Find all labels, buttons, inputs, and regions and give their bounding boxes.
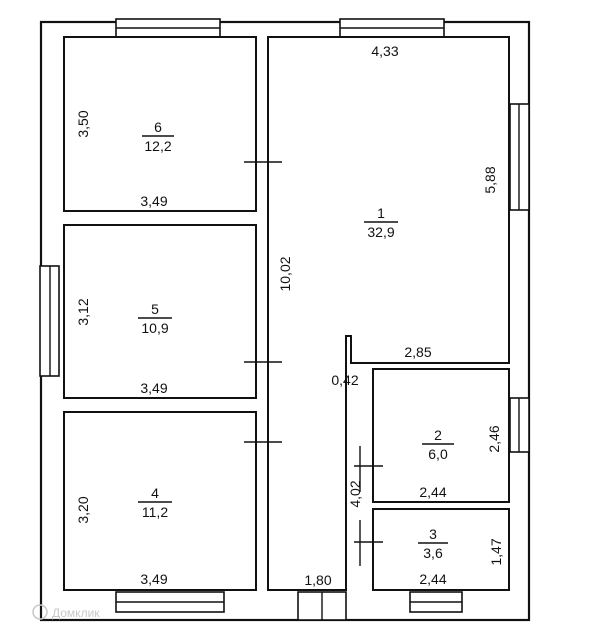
dim-corridor-depth: 4,02 [347,480,363,507]
room-1-outline [267,36,510,591]
dim-room3-right: 1,47 [488,538,504,565]
room-6-outline [63,36,257,212]
dim-room2-right: 2,46 [486,425,502,452]
room-2-label: 2 6,0 [422,427,454,462]
room-2-area: 6,0 [428,446,448,462]
watermark-logo-icon [32,604,48,620]
room-1-number: 1 [377,205,385,221]
room-3-label: 3 3,6 [418,526,448,561]
room-1-label: 1 32,9 [364,205,398,240]
room-4-outline [63,411,257,591]
room-4-label: 4 11,2 [138,485,172,520]
watermark-text: Домклик [52,606,100,620]
room-4-area: 11,2 [142,504,168,520]
room-2-number: 2 [434,427,442,443]
door-marks [244,138,383,566]
room-2-outline [372,368,510,503]
room-1-area: 32,9 [367,224,394,240]
dim-room1-top: 4,33 [371,43,398,59]
room-6-area: 12,2 [144,138,171,154]
room-6-number: 6 [154,119,162,135]
dim-room2-bottom: 2,44 [419,484,446,500]
room-5-area: 10,9 [141,320,168,336]
dim-room1-right: 5,88 [482,166,498,193]
dim-room6-left: 3,50 [75,110,91,137]
dim-room3-bottom: 2,44 [419,571,446,587]
dim-room1-height: 10,02 [277,256,293,291]
room-5-number: 5 [151,301,159,317]
dim-room1-step: 2,85 [404,344,431,360]
dim-room4-bottom: 3,49 [140,571,167,587]
room-4-number: 4 [151,485,159,501]
dim-room6-bottom: 3,49 [140,193,167,209]
dim-room5-bottom: 3,49 [140,380,167,396]
room-5-label: 5 10,9 [138,301,172,336]
room-3-number: 3 [429,526,437,542]
room-5-outline [63,224,257,399]
room-6-label: 6 12,2 [142,119,174,154]
watermark: Домклик [32,604,100,620]
room-3-area: 3,6 [423,545,443,561]
dim-room5-left: 3,12 [75,298,91,325]
exterior-wall [39,20,531,622]
dim-room1-bottom: 1,80 [304,572,331,588]
dim-room4-left: 3,20 [75,496,91,523]
dim-room1-notch: 0,42 [331,372,358,388]
